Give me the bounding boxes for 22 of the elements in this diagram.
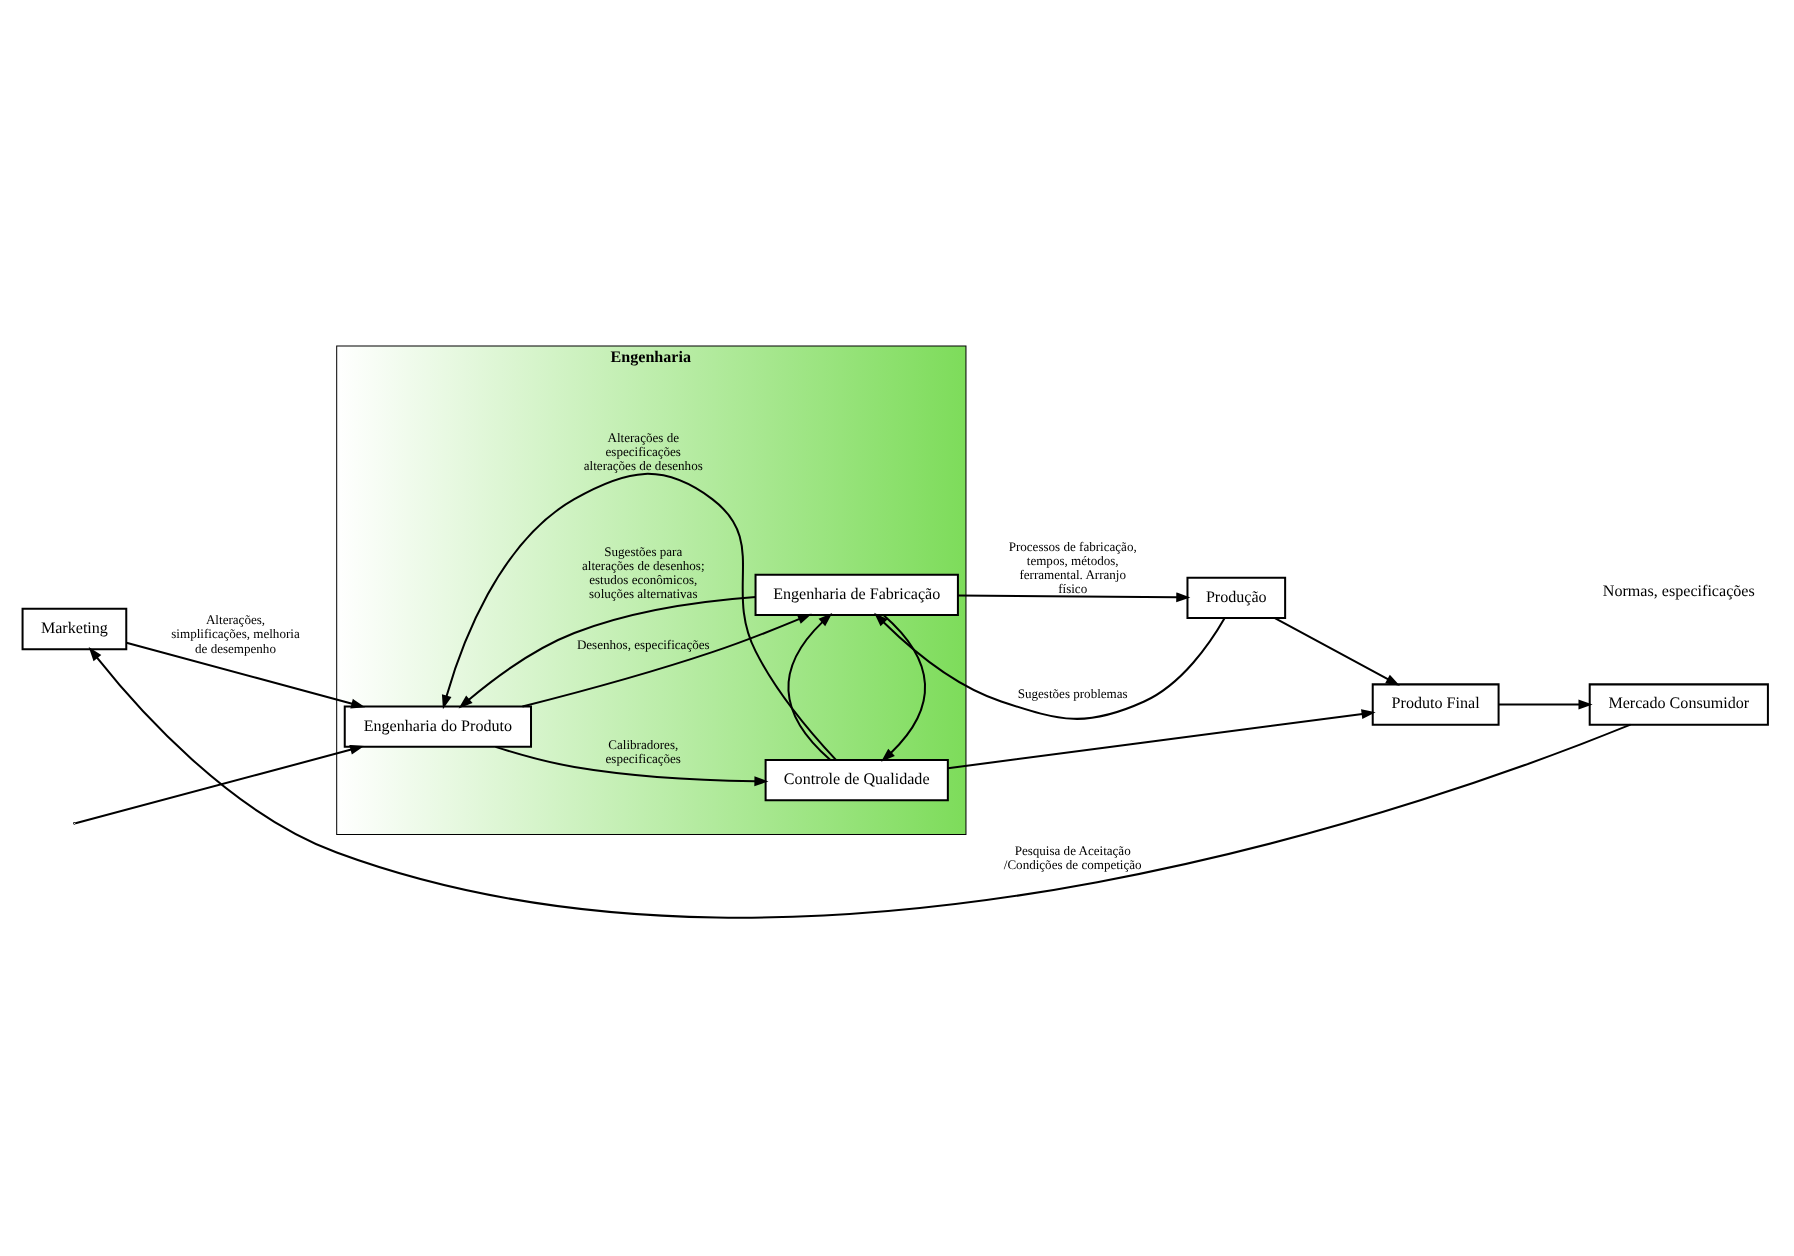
node-box: Engenharia de Fabricação bbox=[754, 573, 959, 616]
node-box: Controle de Qualidade bbox=[764, 758, 949, 802]
arrow bbox=[126, 641, 366, 709]
node-box: Produto Final bbox=[1371, 683, 1500, 726]
node-box: Produção bbox=[1186, 576, 1287, 619]
node-box: Marketing bbox=[21, 607, 128, 651]
arrow bbox=[458, 596, 756, 709]
arrow bbox=[522, 613, 812, 708]
arrow bbox=[1498, 699, 1593, 710]
arrow bbox=[947, 709, 1376, 770]
arrow bbox=[874, 612, 1226, 720]
arrow bbox=[495, 745, 769, 787]
arrow bbox=[957, 592, 1191, 603]
label: Normas, especificações bbox=[1602, 581, 1755, 600]
arrow bbox=[75, 745, 365, 825]
node-box: Engenharia do Produto bbox=[343, 705, 533, 748]
node-box: Mercado Consumidor bbox=[1588, 683, 1769, 726]
arrow bbox=[881, 614, 926, 762]
arrow bbox=[787, 613, 833, 761]
arrow bbox=[441, 473, 837, 761]
arrow bbox=[1274, 617, 1400, 686]
arrow bbox=[88, 647, 1631, 919]
